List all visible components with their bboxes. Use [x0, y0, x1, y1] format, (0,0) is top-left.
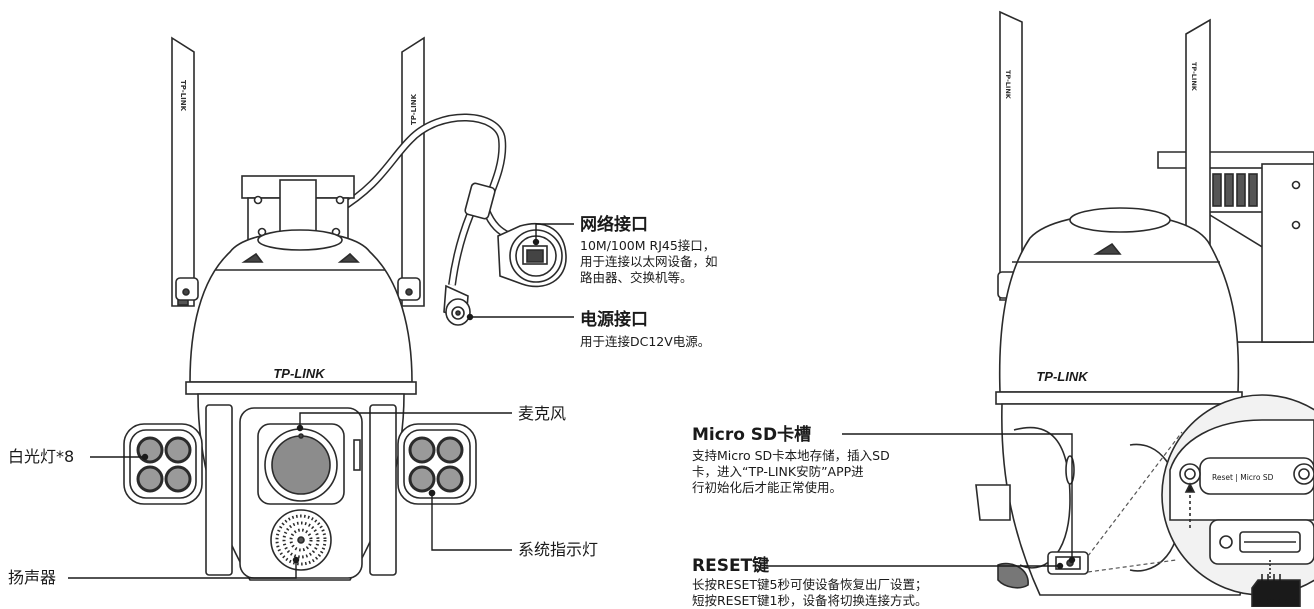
right-dome — [995, 207, 1243, 405]
right-camera: TP-LINK TP-LINK TP-LINK — [766, 10, 1314, 607]
left-camera: TP-LINK TP-LINK — [68, 36, 574, 581]
left-antenna-brand-2: TP-LINK — [410, 93, 418, 125]
sd-slot-title: Micro SD卡槽 — [692, 425, 812, 445]
network-port-desc-line: 路由器、交换机等。 — [580, 270, 693, 285]
power-port-title: 电源接口 — [580, 310, 648, 330]
left-antenna-left — [171, 36, 199, 307]
slot-label: Reset | Micro SD — [1212, 473, 1274, 482]
inset-connectors — [1087, 431, 1183, 573]
speaker-label: 扬声器 — [8, 568, 57, 587]
left-main-lens — [264, 428, 338, 502]
left-light-module-left — [123, 423, 203, 505]
white-light-label: 白光灯*8 — [8, 447, 75, 466]
left-antenna-right — [397, 36, 425, 307]
sd-slot-callout: Micro SD卡槽 支持Micro SD卡本地存储，插入SD 卡，进入“TP-… — [692, 425, 890, 496]
sd-slot-desc-line: 支持Micro SD卡本地存储，插入SD — [692, 448, 890, 463]
reset-desc-line: 短按RESET键1秒，设备将切换连接方式。 — [692, 593, 928, 608]
right-antenna-brand-1: TP-LINK — [1004, 70, 1012, 100]
reset-desc-line: 长按RESET键5秒可使设备恢复出厂设置； — [692, 577, 928, 592]
sd-slot-desc-line: 行初始化后才能正常使用。 — [692, 480, 843, 495]
network-port-callout: 网络接口 10M/100M RJ45接口， 用于连接以太网设备，如 路由器、交换… — [580, 215, 718, 286]
right-antenna-brand-2: TP-LINK — [1190, 62, 1198, 92]
network-port-desc-line: 用于连接以太网设备，如 — [580, 254, 718, 269]
right-brand-logo: TP-LINK — [1036, 369, 1089, 384]
reset-callout: RESET键 长按RESET键5秒可使设备恢复出厂设置； 短按RESET键1秒，… — [692, 556, 928, 609]
right-wall-mount — [1157, 151, 1314, 343]
sd-slot-desc-line: 卡，进入“TP-LINK安防”APP进 — [692, 464, 864, 479]
left-brand-logo: TP-LINK — [273, 366, 326, 381]
card-label: Micro SD — [1255, 597, 1298, 607]
right-antenna-left — [997, 10, 1023, 301]
dc-connector — [443, 284, 471, 326]
reset-title: RESET键 — [692, 556, 770, 576]
status-light-label: 系统指示灯 — [518, 540, 599, 559]
network-port-title: 网络接口 — [580, 215, 648, 235]
left-light-module-right — [397, 423, 477, 505]
network-port-desc: 10M/100M RJ45接口， 用于连接以太网设备，如 路由器、交换机等。 — [580, 238, 718, 286]
power-port-desc: 用于连接DC12V电源。 — [580, 334, 711, 349]
microphone-label: 麦克风 — [518, 404, 567, 423]
sd-slot-inset — [1161, 394, 1314, 607]
reset-desc: 长按RESET键5秒可使设备恢复出厂设置； 短按RESET键1秒，设备将切换连接… — [692, 577, 928, 609]
left-dome — [185, 229, 417, 395]
network-port-desc-line: 10M/100M RJ45接口， — [580, 238, 716, 253]
left-leader-lines — [68, 223, 574, 579]
right-leader-lines — [766, 433, 1076, 570]
left-antenna-brand-1: TP-LINK — [179, 80, 187, 112]
rj45-connector — [497, 222, 567, 288]
sd-slot-desc: 支持Micro SD卡本地存储，插入SD 卡，进入“TP-LINK安防”APP进… — [692, 448, 890, 496]
power-port-callout: 电源接口 用于连接DC12V电源。 — [580, 310, 710, 350]
left-speaker-grille — [270, 509, 332, 571]
